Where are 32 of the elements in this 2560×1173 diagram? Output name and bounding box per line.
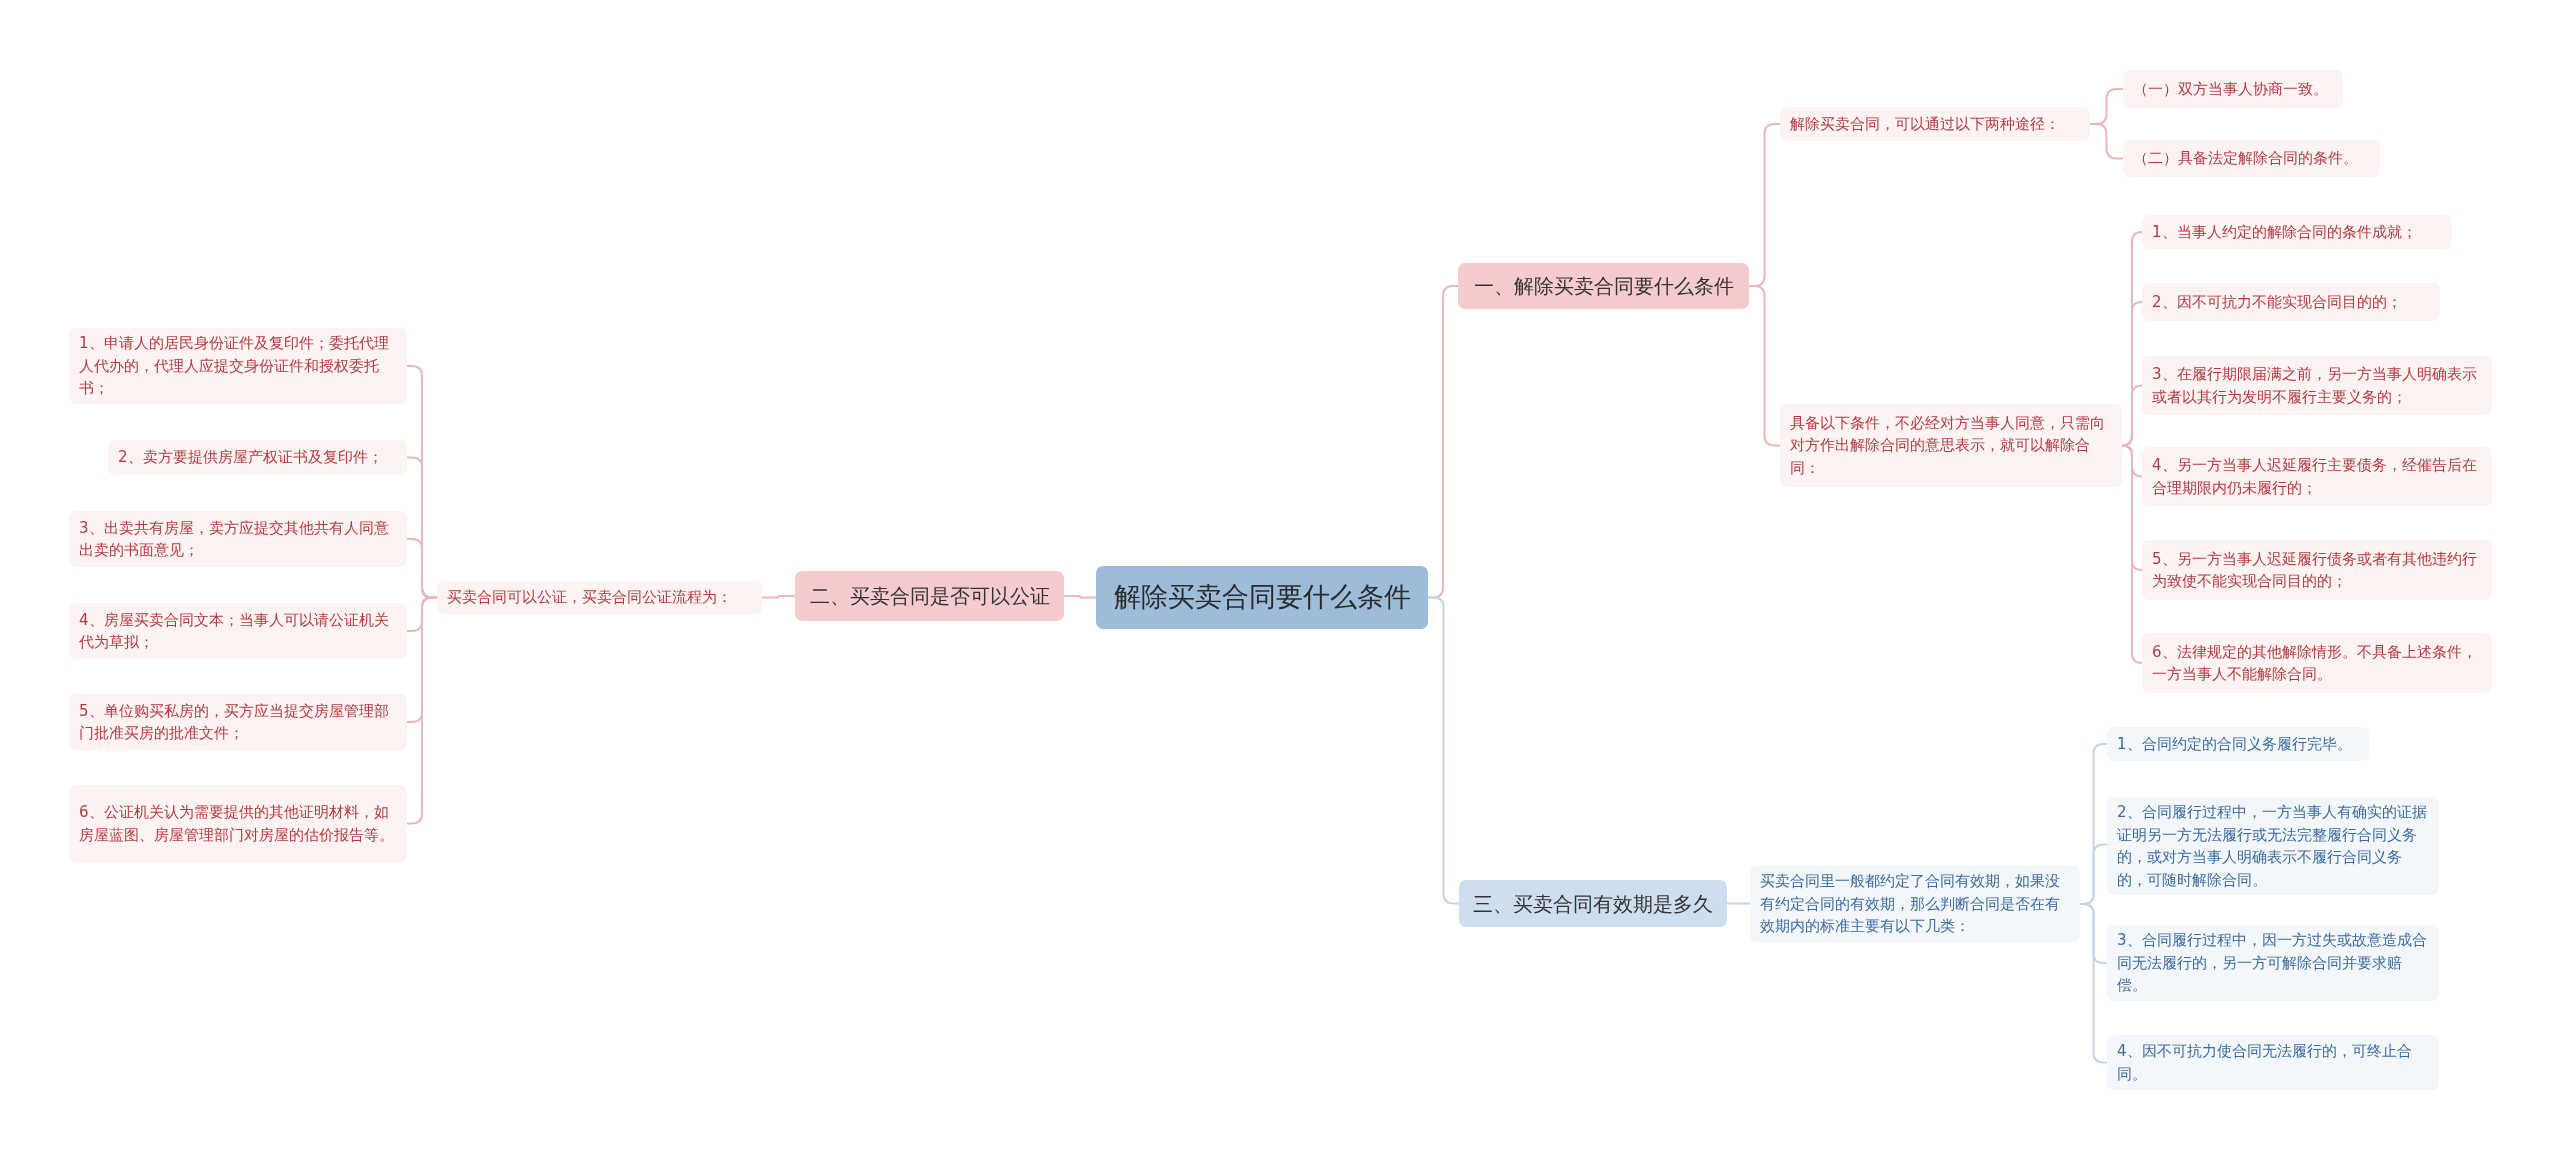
- subtopic-box: 具备以下条件，不必经对方当事人同意，只需向对方作出解除合同的意思表示，就可以解除合同：: [1780, 404, 2122, 487]
- connector-line: [761, 595, 796, 599]
- subtopic-box: 4、另一方当事人迟延履行主要债务，经催告后在合理期限内仍未履行的；: [2142, 447, 2492, 506]
- subtopic-box: 买卖合同里一般都约定了合同有效期，如果没有约定合同的有效期，那么判断合同是否在有效期内的标准主要有以下几类：: [1750, 866, 2080, 942]
- subtopic-box: 4、因不可抗力使合同无法履行的，可终止合同。: [2107, 1035, 2439, 1090]
- subtopic-box: 4、房屋买卖合同文本；当事人可以请公证机关代为草拟；: [69, 603, 407, 659]
- connector-line: [1748, 285, 1781, 447]
- subtopic-box: 1、当事人约定的解除合同的条件成就；: [2142, 215, 2452, 249]
- topic-box: 三、买卖合同有效期是多久: [1459, 880, 1727, 927]
- central-topic-box: 解除买卖合同要什么条件: [1096, 566, 1428, 629]
- subtopic-box: 解除买卖合同，可以通过以下两种途径：: [1780, 107, 2090, 141]
- subtopic-box: 1、申请人的居民身份证件及复印件；委托代理人代办的，代理人应提交身份证件和授权委托书；: [69, 328, 407, 404]
- subtopic-box: 6、公证机关认为需要提供的其他证明材料，如房屋蓝图、房屋管理部门对房屋的估价报告等。: [69, 785, 407, 862]
- connector-line: [1427, 596, 1460, 905]
- subtopic-box: 6、法律规定的其他解除情形。不具备上述条件，一方当事人不能解除合同。: [2142, 633, 2492, 693]
- connector-line: [2089, 123, 2124, 160]
- subtopic-box: 买卖合同可以公证，买卖合同公证流程为：: [437, 581, 762, 614]
- subtopic-box: 3、在履行期限届满之前，另一方当事人明确表示或者以其行为发明不履行主要义务的；: [2142, 356, 2492, 415]
- subtopic-box: （二）具备法定解除合同的条件。: [2123, 140, 2380, 177]
- subtopic-box: 2、卖方要提供房屋产权证书及复印件；: [108, 440, 407, 475]
- connector-line: [1726, 902, 1751, 905]
- subtopic-box: 2、因不可抗力不能实现合同目的的；: [2142, 283, 2440, 321]
- topic-box: 一、解除买卖合同要什么条件: [1458, 263, 1749, 309]
- subtopic-box: 5、单位购买私房的，买方应当提交房屋管理部门批准买房的批准文件；: [69, 694, 407, 750]
- subtopic-box: 2、合同履行过程中，一方当事人有确实的证据证明另一方无法履行或无法完整履行合同义务的，或对方当事人明确表示不履行合同义务的，可随时解除合同。: [2107, 797, 2439, 895]
- topic-box: 二、买卖合同是否可以公证: [795, 571, 1064, 621]
- subtopic-box: 1、合同约定的合同义务履行完毕。: [2107, 727, 2369, 761]
- subtopic-box: （一）双方当事人协商一致。: [2123, 70, 2343, 108]
- subtopic-box: 3、合同履行过程中，因一方过失或故意造成合同无法履行的，另一方可解除合同并要求赔偿。: [2107, 925, 2439, 1001]
- subtopic-box: 3、出卖共有房屋，卖方应提交其他共有人同意出卖的书面意见；: [69, 511, 407, 567]
- connector-line: [1063, 595, 1097, 599]
- subtopic-box: 5、另一方当事人迟延履行债务或者有其他违约行为致使不能实现合同目的的；: [2142, 540, 2492, 600]
